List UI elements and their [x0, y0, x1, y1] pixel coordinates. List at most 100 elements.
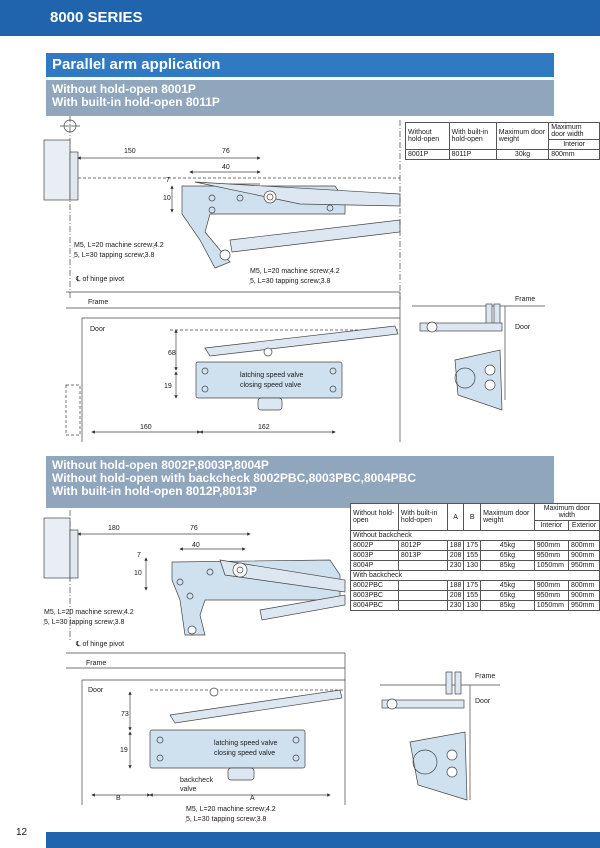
- diagram1-front-labels: Frame Door 68 19 latching speed valve cl…: [88, 299, 304, 431]
- t1-cell: 800mm: [548, 149, 600, 160]
- door-label-side-2: Door: [475, 698, 491, 705]
- door-label-1: Door: [90, 326, 106, 333]
- t1-header-weight: Maximum door weight: [495, 122, 550, 150]
- latching-valve-label-2: latching speed valve: [214, 740, 278, 747]
- frame-label-side-1: Frame: [515, 296, 535, 303]
- t2-cell: 900mm: [533, 540, 569, 551]
- backcheck-label-1: backcheck: [180, 777, 214, 784]
- diagram1-top-labels: 150 76 40 7 10 M5, L=20 machine screw:͕4…: [73, 148, 340, 285]
- diagram2-top-view: [43, 510, 346, 640]
- t2-cell: 900mm: [567, 590, 600, 601]
- dim-B: B: [116, 795, 121, 802]
- spec-table-1: Without hold-open With built-in hold-ope…: [405, 122, 600, 160]
- t1-cell: 8001P: [405, 149, 450, 160]
- t2-cell: 8002PBC: [350, 580, 399, 591]
- t1-subheader-interior: Interior: [548, 139, 600, 150]
- dim-10-b: 10: [134, 570, 142, 577]
- t2-cell: 130: [463, 600, 482, 611]
- subsection-1-bar: Without hold-open 8001P With built-in ho…: [46, 80, 554, 116]
- t2-cell: 188: [446, 580, 465, 591]
- page-number: 12: [16, 827, 28, 838]
- dim-19-b: 19: [120, 747, 128, 754]
- dim-40: 40: [222, 164, 230, 171]
- dim-162: 162: [258, 424, 270, 431]
- t2-header-with: With built-in hold-open: [397, 503, 448, 531]
- t2-header-width: Maximum door width: [533, 503, 600, 521]
- hinge-pivot-label-1: ℄ of hinge pivot: [75, 276, 124, 283]
- t2-cell: 175: [463, 540, 482, 551]
- t2-header-a: A: [446, 503, 465, 531]
- t2-sub-exterior: Exterior: [567, 520, 600, 531]
- screw-label-a1: M5, L=20 machine screw:͕4.2: [74, 242, 164, 249]
- t2-cell: [397, 560, 448, 571]
- dim-A: A: [250, 795, 255, 802]
- diagram2-side-view: [380, 671, 500, 801]
- t2-cell: 45kg: [480, 580, 535, 591]
- dim-73: 73: [121, 711, 129, 718]
- t2-cell: 950mm: [533, 590, 569, 601]
- t1-header-without: Without hold-open: [405, 122, 450, 150]
- screw-label-d2: ͕5, L=30 tapping screw:͕3.8: [185, 816, 266, 823]
- t2-sub-interior: Interior: [533, 520, 569, 531]
- screw-label-b1: M5, L=20 machine screw:͕4.2: [250, 268, 340, 275]
- frame-label-1: Frame: [88, 299, 108, 306]
- t2-cell: 65kg: [480, 550, 535, 561]
- t2-cell: 8003P: [350, 550, 399, 561]
- footer-bar: [46, 832, 600, 848]
- t2-cell: 1050mm: [533, 600, 569, 611]
- t2-cell: [397, 580, 448, 591]
- closing-valve-label-1: closing speed valve: [240, 382, 301, 389]
- t1-header-with: With built-in hold-open: [448, 122, 497, 150]
- frame-label-side-2: Frame: [475, 673, 495, 680]
- t2-cell: 8002P: [350, 540, 399, 551]
- diagram2-front-labels: Frame Door 73 19 latching speed valve cl…: [86, 660, 278, 823]
- t2-header-without: Without hold-open: [350, 503, 399, 531]
- latching-valve-label-1: latching speed valve: [240, 372, 304, 379]
- t2-cell: 900mm: [533, 580, 569, 591]
- door-label-side-1: Door: [515, 324, 531, 331]
- t2-cell: 45kg: [480, 540, 535, 551]
- t1-cell: 8011P: [448, 149, 497, 160]
- dim-68: 68: [168, 350, 176, 357]
- t2-group-without-backcheck: Without backcheck: [350, 530, 600, 541]
- t2-cell: 8013P: [397, 550, 448, 561]
- t2-cell: 230: [446, 560, 465, 571]
- section-title: Parallel arm application: [52, 56, 221, 73]
- backcheck-label-2: valve: [180, 786, 196, 793]
- subsection-2-line2: Without hold-open with backcheck 8002PBC…: [52, 471, 416, 485]
- t2-cell: 208: [446, 550, 465, 561]
- t2-cell: 1050mm: [533, 560, 569, 571]
- diagram1-side-view: [412, 303, 545, 411]
- diagram1-top-view: [43, 116, 401, 300]
- t2-cell: 800mm: [567, 580, 600, 591]
- screw-label-c2: ͕5, L=30 tapping screw:͕3.8: [43, 619, 124, 626]
- door-label-2: Door: [88, 687, 104, 694]
- frame-label-2: Frame: [86, 660, 106, 667]
- t2-cell: 950mm: [567, 600, 600, 611]
- t2-header-b: B: [463, 503, 482, 531]
- t2-cell: 950mm: [567, 560, 600, 571]
- t2-cell: 950mm: [533, 550, 569, 561]
- screw-label-b2: ͕5, L=30 tapping screw:͕3.8: [249, 278, 330, 285]
- dim-150: 150: [124, 148, 136, 155]
- diagram1-front-view: [65, 291, 401, 442]
- t1-cell: 30kg: [495, 149, 550, 160]
- t2-cell: 230: [446, 600, 465, 611]
- t1-header-width: Maximum door width: [548, 122, 600, 140]
- spec-table-2: Without hold-open With built-in hold-ope…: [350, 503, 600, 611]
- t2-cell: 130: [463, 560, 482, 571]
- t2-cell: 8004P: [350, 560, 399, 571]
- dim-76: 76: [222, 148, 230, 155]
- t2-cell: 155: [463, 590, 482, 601]
- hinge-pivot-label-2: ℄ of hinge pivot: [75, 641, 124, 648]
- dim-10: 10: [163, 195, 171, 202]
- series-title: 8000 SERIES: [50, 9, 143, 26]
- dim-76-b: 76: [190, 525, 198, 532]
- t2-cell: 65kg: [480, 590, 535, 601]
- dim-7: 7: [166, 177, 170, 184]
- subsection-2-bar: Without hold-open 8002P,8003P,8004P With…: [46, 456, 554, 508]
- dim-160: 160: [140, 424, 152, 431]
- screw-label-a2: ͕5, L=30 tapping screw:͕3.8: [73, 252, 154, 259]
- dim-40-b: 40: [192, 542, 200, 549]
